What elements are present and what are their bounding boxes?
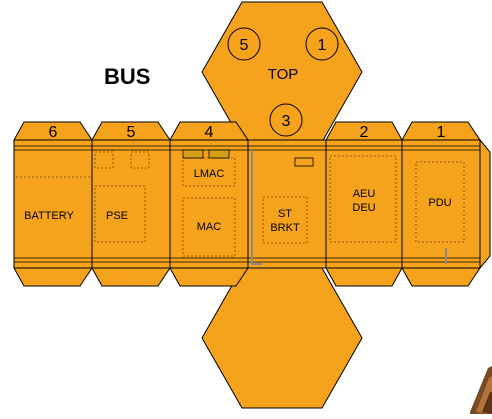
- panel-number-6: 6: [49, 124, 58, 141]
- brkt-label: BRKT: [270, 222, 300, 234]
- top-label: TOP: [268, 66, 299, 83]
- panel-strip: [14, 140, 480, 268]
- panel-number-2: 2: [360, 124, 369, 141]
- bottom-tab-1: [402, 268, 480, 286]
- top-marker-3: 3: [282, 113, 291, 130]
- bottom-hexagon: [202, 268, 362, 408]
- panel-number-4: 4: [205, 124, 214, 141]
- diagram-title: BUS: [104, 64, 150, 89]
- mac-label: MAC: [197, 221, 222, 233]
- lmac-label: LMAC: [194, 168, 225, 180]
- lmac-block-right: [209, 150, 229, 158]
- pse-label: PSE: [106, 210, 128, 222]
- st-label: ST: [278, 208, 292, 220]
- corner-photo-fragment: [470, 366, 492, 414]
- top-face: TOP 5 1 3: [202, 2, 362, 142]
- battery-label: BATTERY: [24, 210, 74, 222]
- panel-number-1: 1: [437, 124, 446, 141]
- top-marker-1: 1: [318, 37, 327, 54]
- bottom-tab-6: [14, 268, 92, 286]
- lmac-block-left: [183, 150, 203, 158]
- bottom-tab-5: [92, 268, 170, 286]
- panel-number-5: 5: [127, 124, 136, 141]
- deu-label: DEU: [352, 202, 375, 214]
- top-marker-5: 5: [240, 37, 249, 54]
- aeu-label: AEU: [353, 188, 376, 200]
- pdu-label: PDU: [428, 197, 451, 209]
- right-side-tab: [480, 140, 490, 268]
- bottom-tab-2: [326, 268, 402, 286]
- bottom-tab-4: [170, 268, 248, 286]
